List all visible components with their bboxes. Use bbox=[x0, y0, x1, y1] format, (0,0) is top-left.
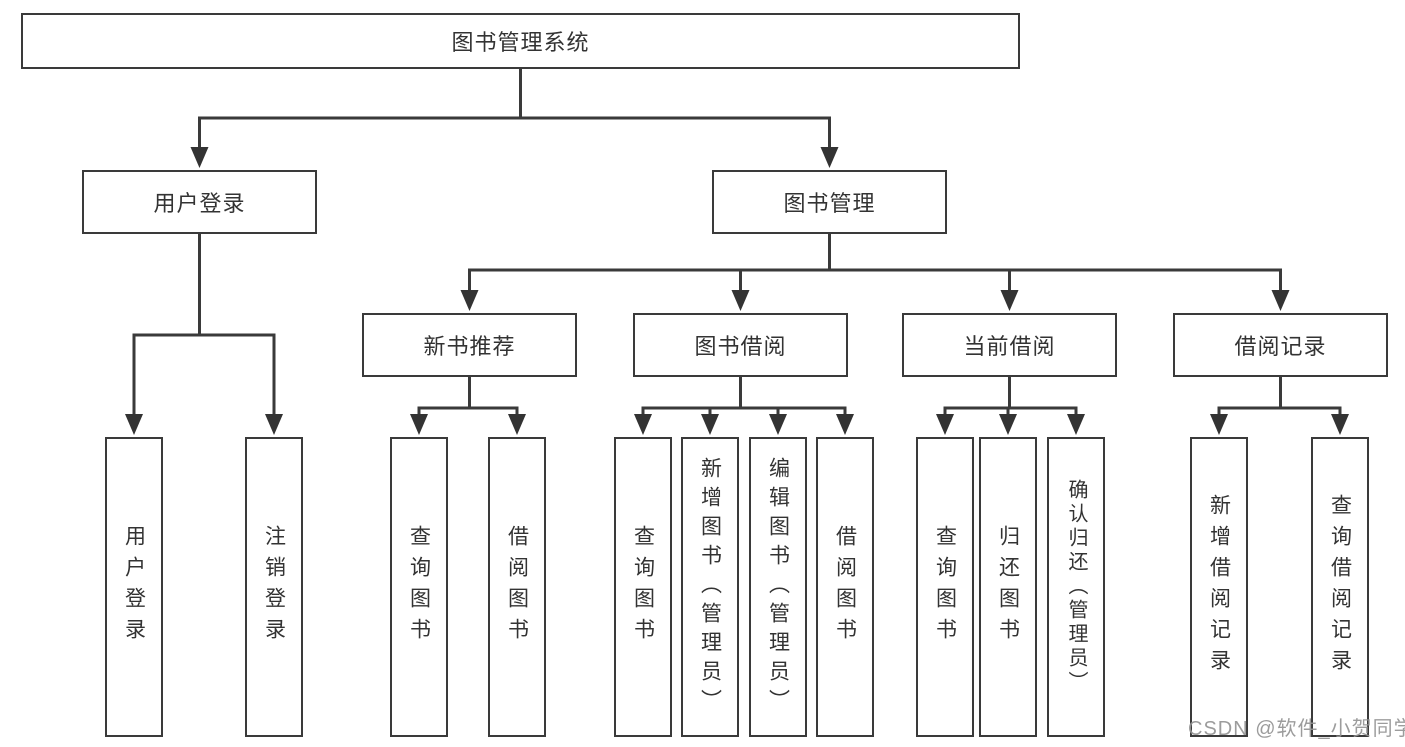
arrowhead-icon bbox=[190, 147, 209, 168]
leaf-label: 归还图书 bbox=[996, 525, 1020, 649]
node-leaf-confirm-return-admin: 确认归还（管理员） bbox=[1047, 437, 1105, 737]
connector-current-borrow-split bbox=[943, 375, 1078, 418]
arrowhead-icon bbox=[1067, 414, 1085, 435]
arrowhead-icon bbox=[820, 147, 839, 168]
csdn-watermark: CSDN @软件_小贺同学 bbox=[1188, 718, 1405, 740]
connector-new-book-split bbox=[417, 375, 519, 418]
arrowhead-icon bbox=[701, 414, 719, 435]
arrowhead-icon bbox=[1210, 414, 1228, 435]
leaf-label: 查询图书 bbox=[933, 525, 957, 649]
node-leaf-logout: 注销登录 bbox=[245, 437, 303, 737]
leaf-label: 确认归还（管理员） bbox=[1065, 479, 1087, 695]
node-leaf-query-book-2: 查询图书 bbox=[614, 437, 672, 737]
arrowhead-icon bbox=[836, 414, 854, 435]
leaf-label: 查询图书 bbox=[631, 525, 655, 649]
arrowhead-icon bbox=[1000, 290, 1019, 311]
arrowhead-icon bbox=[999, 414, 1017, 435]
node-leaf-return-book: 归还图书 bbox=[979, 437, 1037, 737]
arrowhead-icon bbox=[125, 414, 143, 435]
connector-borrow-record-split bbox=[1217, 375, 1342, 418]
connector-root-split bbox=[198, 67, 831, 152]
connector-book-borrow-split bbox=[641, 375, 847, 418]
arrowhead-icon bbox=[936, 414, 954, 435]
connector-book-management-split bbox=[468, 232, 1282, 294]
arrowhead-icon bbox=[634, 414, 652, 435]
arrowhead-icon bbox=[769, 414, 787, 435]
node-book-management: 图书管理 bbox=[712, 170, 947, 234]
node-leaf-query-book-1: 查询图书 bbox=[390, 437, 448, 737]
leaf-label: 借阅图书 bbox=[505, 525, 529, 649]
node-leaf-borrow-book-2: 借阅图书 bbox=[816, 437, 874, 737]
arrowhead-icon bbox=[410, 414, 428, 435]
node-book-borrow: 图书借阅 bbox=[633, 313, 848, 377]
node-leaf-user-login: 用户登录 bbox=[105, 437, 163, 737]
arrowhead-icon bbox=[508, 414, 526, 435]
leaf-label: 借阅图书 bbox=[833, 525, 857, 649]
arrowhead-icon bbox=[1331, 414, 1349, 435]
leaf-label: 新增借阅记录 bbox=[1207, 494, 1231, 680]
leaf-label: 编辑图书（管理员） bbox=[766, 456, 790, 718]
node-leaf-borrow-book-1: 借阅图书 bbox=[488, 437, 546, 737]
leaf-label: 查询借阅记录 bbox=[1328, 494, 1352, 680]
arrowhead-icon bbox=[460, 290, 479, 311]
node-leaf-query-book-3: 查询图书 bbox=[916, 437, 974, 737]
leaf-label: 用户登录 bbox=[122, 525, 146, 649]
connector-user-login-split bbox=[132, 232, 276, 418]
node-borrow-record: 借阅记录 bbox=[1173, 313, 1388, 377]
leaf-label: 新增图书（管理员） bbox=[698, 456, 722, 718]
node-leaf-add-borrow-record: 新增借阅记录 bbox=[1190, 437, 1248, 737]
node-leaf-query-borrow-record: 查询借阅记录 bbox=[1311, 437, 1369, 737]
node-new-book-recommend: 新书推荐 bbox=[362, 313, 577, 377]
node-leaf-edit-book-admin: 编辑图书（管理员） bbox=[749, 437, 807, 737]
node-leaf-add-book-admin: 新增图书（管理员） bbox=[681, 437, 739, 737]
node-user-login: 用户登录 bbox=[82, 170, 317, 234]
leaf-label: 查询图书 bbox=[407, 525, 431, 649]
leaf-label: 注销登录 bbox=[262, 525, 286, 649]
arrowhead-icon bbox=[265, 414, 283, 435]
node-current-borrow: 当前借阅 bbox=[902, 313, 1117, 377]
node-library-management-system: 图书管理系统 bbox=[21, 13, 1020, 69]
arrowhead-icon bbox=[1271, 290, 1290, 311]
arrowhead-icon bbox=[731, 290, 750, 311]
